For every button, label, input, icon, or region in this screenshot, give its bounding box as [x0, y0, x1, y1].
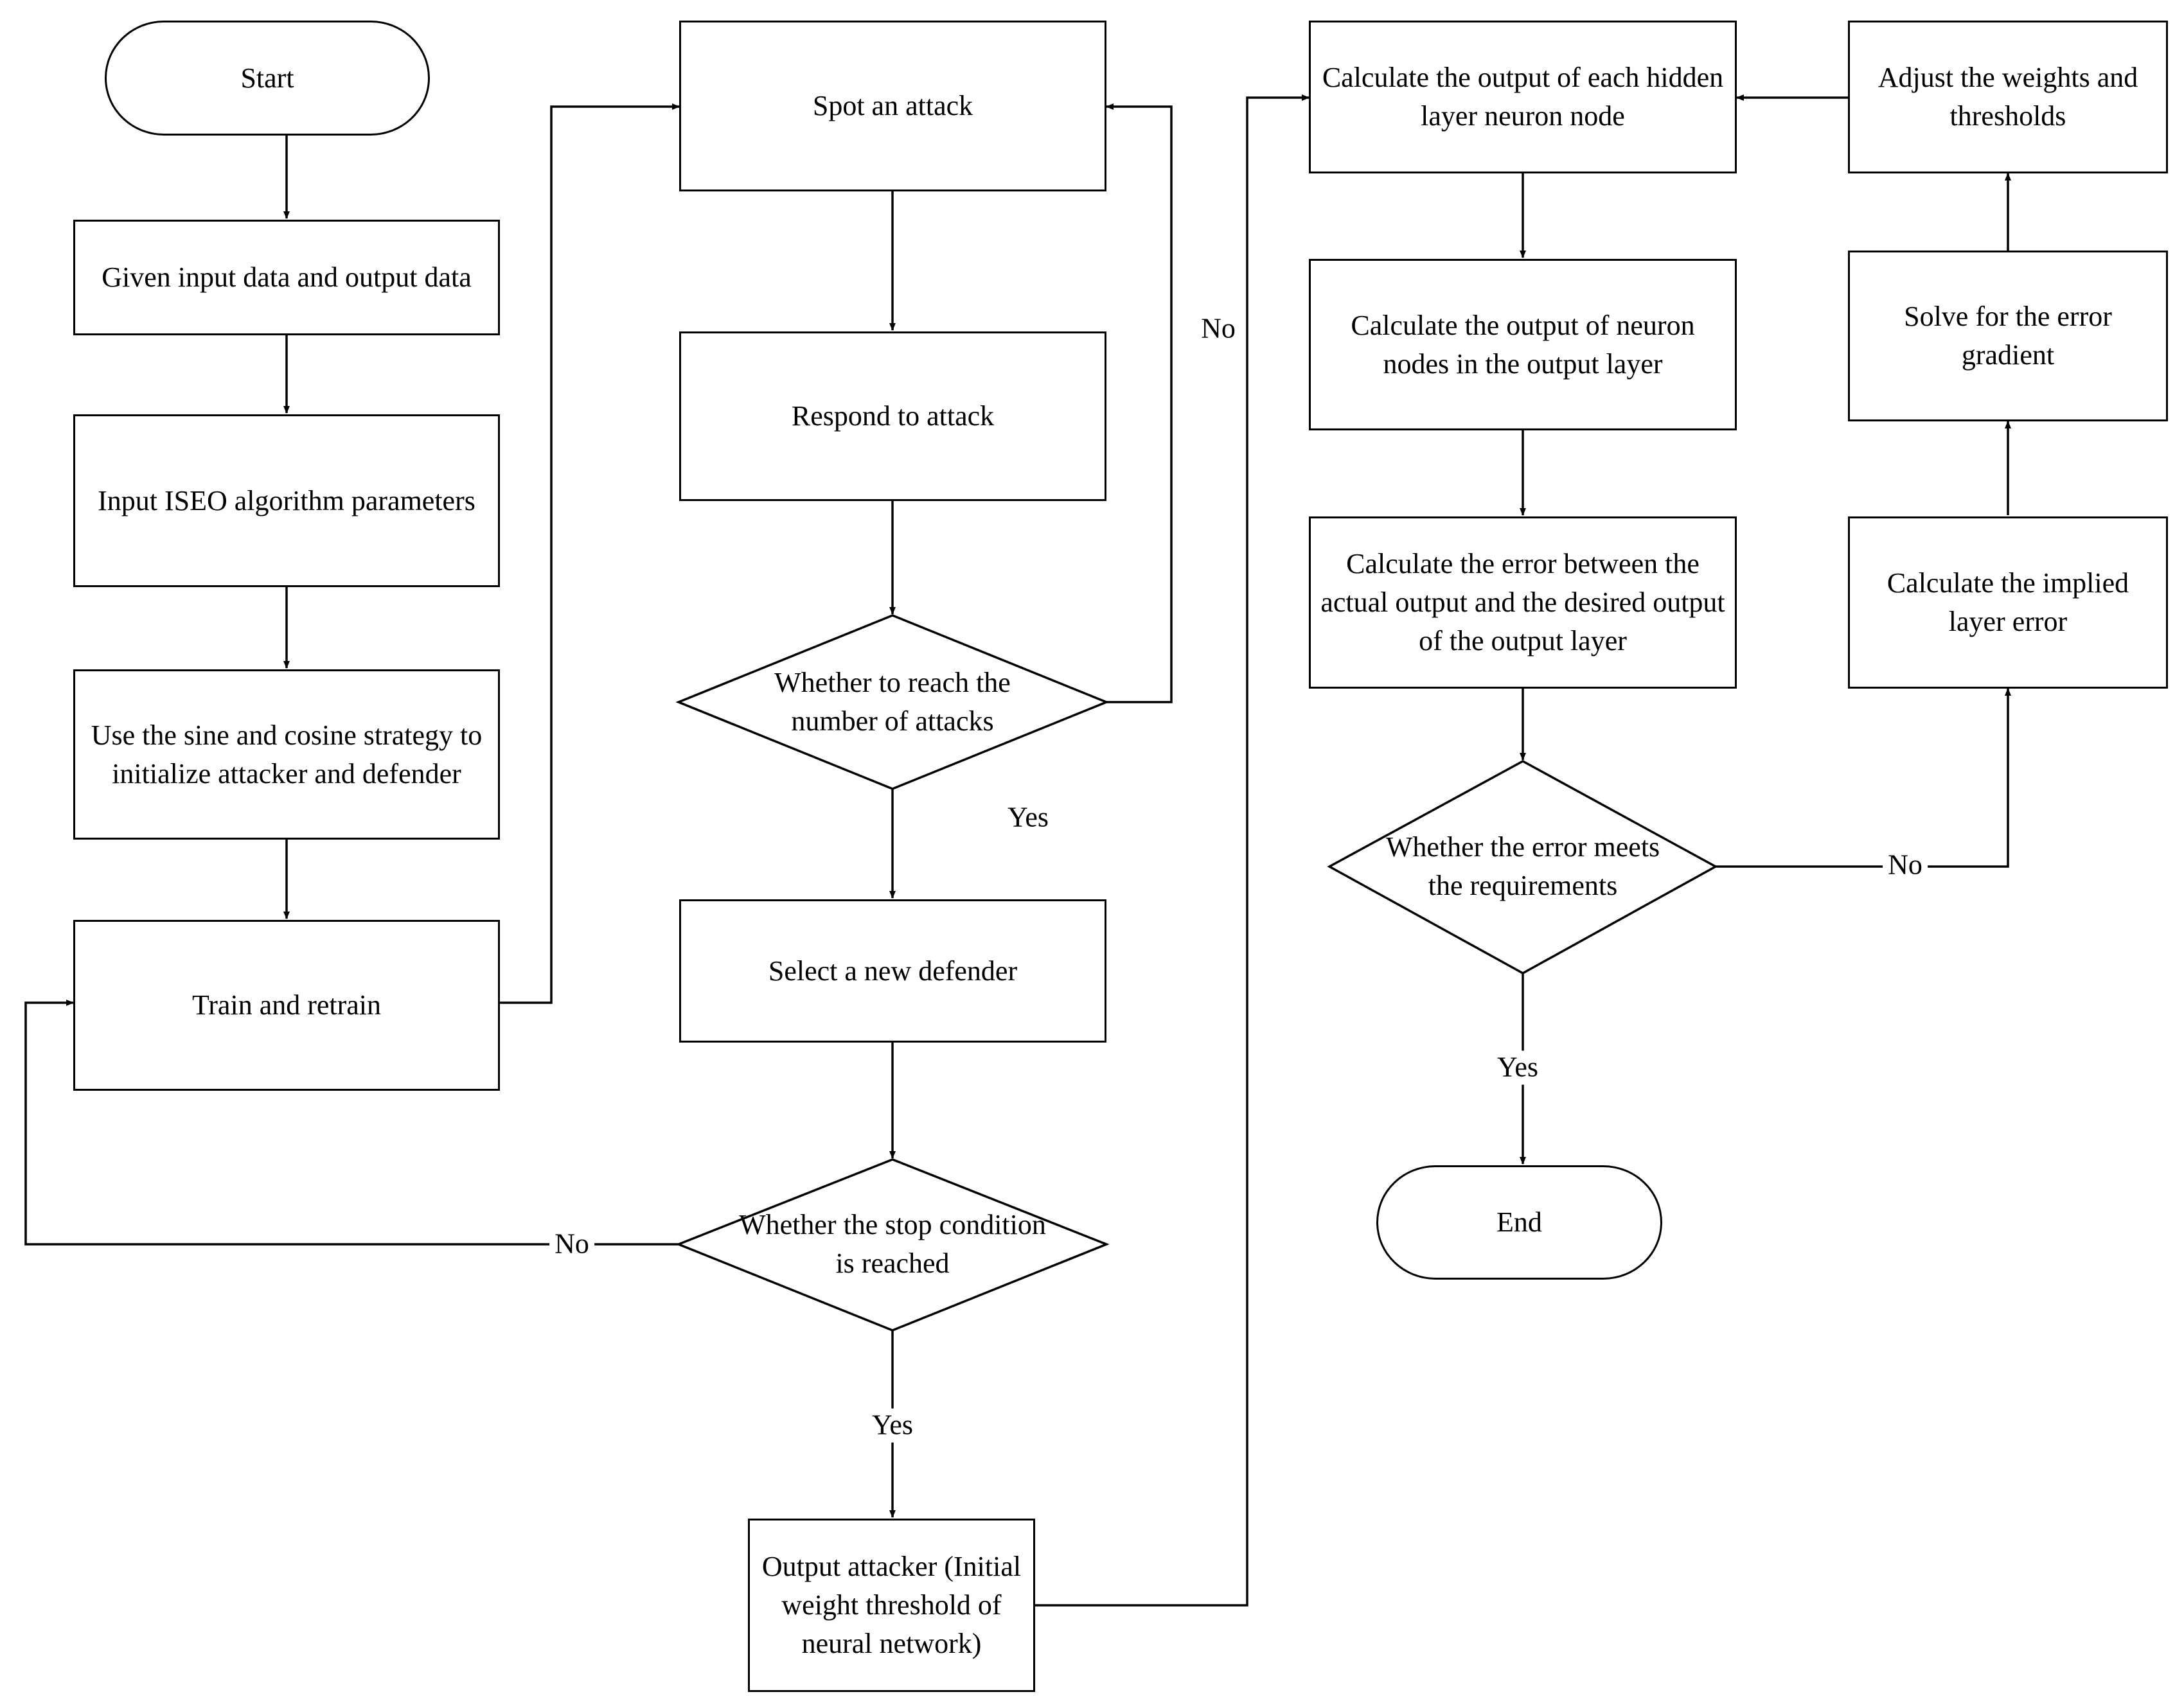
- train-retrain-box: Train and retrain: [73, 920, 500, 1091]
- decision-reach-attacks-shape: [675, 614, 1110, 790]
- end-terminal: End: [1376, 1165, 1662, 1280]
- adjust-weights-box: Adjust the weights and thresholds: [1848, 21, 2168, 173]
- label-no-reach-attacks: No: [1196, 312, 1241, 346]
- label-no-error-requirements: No: [1883, 848, 1928, 883]
- arrow-output-to-hidden: [1035, 94, 1310, 1607]
- spot-attack-box: Spot an attack: [679, 21, 1106, 191]
- input-iseo-box: Input ISEO algorithm parameters: [73, 414, 500, 587]
- arrow-reach-no-to-spot: [1106, 103, 1173, 703]
- given-input-box: Given input data and output data: [73, 220, 500, 335]
- error-gradient-box: Solve for the error gradient: [1848, 251, 2168, 421]
- output-attacker-box: Output attacker (Initial weight threshol…: [748, 1519, 1035, 1692]
- arrow-stop-no-to-train: [24, 1000, 679, 1246]
- select-defender-box: Select a new defender: [679, 899, 1106, 1043]
- implied-error-box: Calculate the implied layer error: [1848, 516, 2168, 689]
- label-no-stop-condition: No: [549, 1227, 594, 1262]
- decision-stop-condition-shape: [675, 1158, 1110, 1332]
- calc-hidden-box: Calculate the output of each hidden laye…: [1309, 21, 1737, 173]
- decision-error-requirements-shape: [1327, 760, 1718, 974]
- arrow-req-no-to-implied: [1716, 688, 2011, 868]
- start-terminal: Start: [105, 21, 430, 136]
- sine-cosine-box: Use the sine and cosine strategy to init…: [73, 669, 500, 840]
- calc-output-layer-box: Calculate the output of neuron nodes in …: [1309, 259, 1737, 430]
- label-yes-stop-condition: Yes: [866, 1408, 919, 1443]
- calc-error-box: Calculate the error between the actual o…: [1309, 516, 1737, 689]
- label-yes-reach-attacks: Yes: [1002, 800, 1054, 835]
- label-yes-error-requirements: Yes: [1491, 1050, 1544, 1085]
- respond-attack-box: Respond to attack: [679, 331, 1106, 501]
- arrow-train-to-spot: [500, 103, 680, 1004]
